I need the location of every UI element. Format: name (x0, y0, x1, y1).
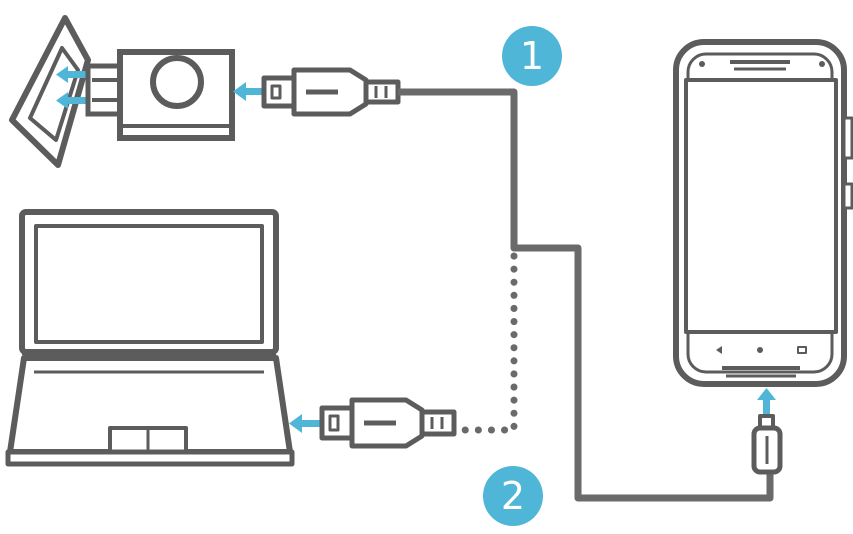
smartphone-icon (673, 39, 853, 387)
wall-outlet-icon (9, 15, 91, 168)
arrow-icon (233, 82, 264, 101)
step-badge-2: 2 (483, 466, 543, 526)
arrow-icon (289, 414, 322, 433)
usb-plug-icon (319, 397, 457, 449)
usb-plug-icon (261, 67, 401, 117)
micro-usb-plug-icon (751, 414, 783, 475)
cable-solid (398, 88, 774, 502)
cable-dotted (452, 252, 518, 434)
step-badge-1: 1 (502, 26, 562, 86)
arrow-icon (56, 66, 90, 109)
laptop-icon (5, 209, 295, 467)
arrow-icon (757, 388, 776, 416)
wall-charger-icon (85, 49, 235, 141)
